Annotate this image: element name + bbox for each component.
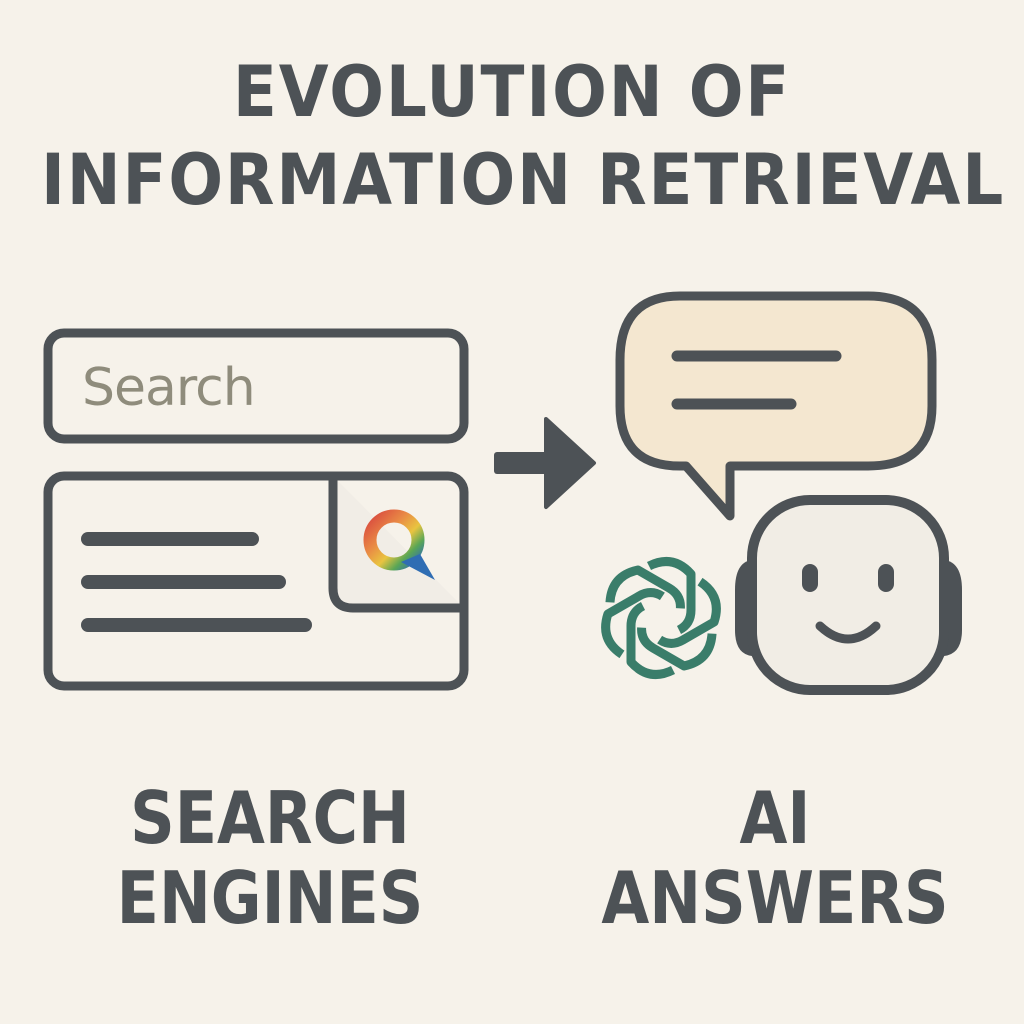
title-line-1: EVOLUTION OF [232, 51, 792, 133]
robot-left-eye [802, 564, 818, 592]
search-results-card [43, 471, 469, 691]
page-title: EVOLUTION OF INFORMATION RETRIEVAL [40, 48, 1006, 224]
speech-bubble-icon [615, 291, 937, 521]
search-engine-logo-icon [363, 509, 435, 580]
label-left-line-2: ENGINES [116, 856, 424, 940]
robot-right-eye [878, 564, 894, 592]
label-left-line-1: SEARCH [130, 776, 410, 860]
label-right-line-2: ANSWERS [601, 856, 949, 940]
arrow-right-icon [494, 417, 596, 509]
search-engines-label: SEARCH ENGINES [89, 778, 450, 938]
robot-smile [815, 621, 881, 644]
robot-face-icon [735, 495, 962, 695]
ai-answers-label: AI ANSWERS [582, 778, 969, 938]
title-line-2: INFORMATION RETRIEVAL [40, 139, 1006, 221]
ai-knot-logo-icon [601, 557, 721, 679]
search-placeholder: Search [82, 358, 256, 418]
search-box[interactable] [43, 328, 469, 444]
label-right-line-1: AI [739, 776, 811, 860]
